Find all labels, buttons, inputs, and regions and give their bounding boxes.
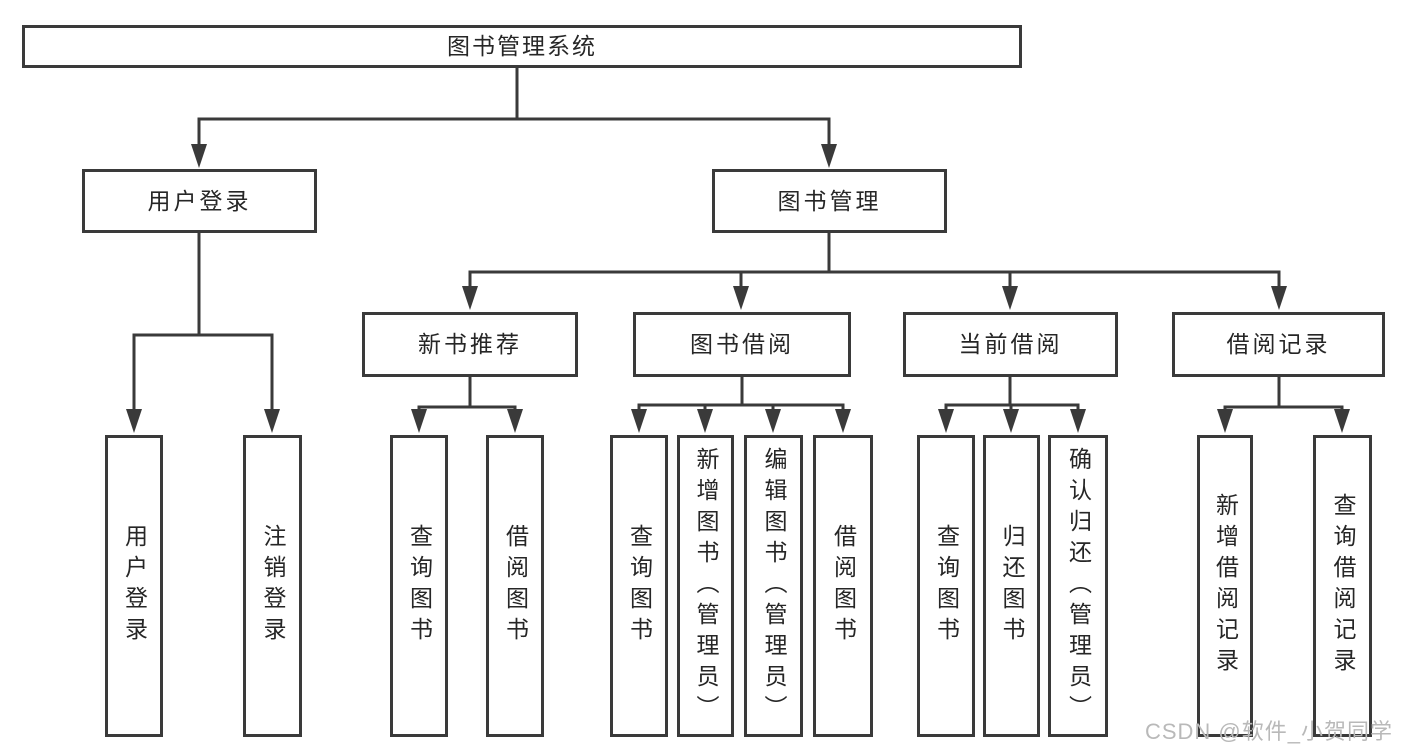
leaf-label: 查询图书 (626, 524, 653, 648)
leaf-label: 借阅图书 (830, 524, 857, 648)
leaf-confirm-return-admin: 确认归还（管理员） (1048, 435, 1108, 737)
leaf-borrow-books-recommend: 借阅图书 (486, 435, 544, 737)
node-label: 借阅记录 (1226, 331, 1331, 357)
leaf-label: 确认归还（管理员） (1065, 446, 1092, 726)
node-label: 用户登录 (147, 187, 252, 214)
leaf-logout: 注销登录 (243, 435, 302, 737)
arrow-down-icon (411, 409, 427, 433)
csdn-watermark: CSDN @软件_小贺同学 (1144, 719, 1393, 744)
arrow-down-icon (765, 409, 781, 433)
node-new-book-recommendation: 新书推荐 (362, 312, 578, 377)
leaf-query-books-recommend: 查询图书 (390, 435, 448, 737)
arrow-down-icon (126, 409, 142, 433)
arrow-down-icon (1217, 409, 1233, 433)
arrow-down-icon (462, 286, 478, 310)
node-label: 图书管理系统 (447, 33, 597, 59)
leaf-label: 新增图书（管理员） (693, 446, 719, 726)
node-label: 图书借阅 (690, 331, 794, 357)
leaf-borrow-books: 借阅图书 (813, 435, 873, 737)
leaf-query-borrow-record: 查询借阅记录 (1313, 435, 1372, 737)
leaf-return-books: 归还图书 (983, 435, 1040, 737)
node-label: 新书推荐 (418, 331, 522, 357)
arrow-down-icon (1002, 286, 1018, 310)
leaf-label: 注销登录 (260, 524, 286, 648)
arrow-down-icon (1334, 409, 1350, 433)
arrow-down-icon (821, 144, 837, 168)
node-user-login: 用户登录 (82, 169, 317, 233)
node-label: 当前借阅 (958, 331, 1063, 357)
leaf-label: 归还图书 (999, 524, 1025, 648)
leaf-add-books-admin: 新增图书（管理员） (677, 435, 734, 737)
arrow-down-icon (264, 409, 280, 433)
node-library-management-system: 图书管理系统 (22, 25, 1022, 68)
arrow-down-icon (507, 409, 523, 433)
leaf-query-books-borrowing: 查询图书 (610, 435, 668, 737)
leaf-label: 用户登录 (121, 524, 148, 648)
node-borrowing-records: 借阅记录 (1172, 312, 1385, 377)
arrow-down-icon (733, 286, 749, 310)
leaf-label: 查询借阅记录 (1330, 493, 1356, 679)
arrow-down-icon (835, 409, 851, 433)
leaf-query-books-current: 查询图书 (917, 435, 975, 737)
leaf-label: 新增借阅记录 (1212, 493, 1239, 679)
leaf-add-borrow-record: 新增借阅记录 (1197, 435, 1253, 737)
leaf-label: 借阅图书 (502, 524, 529, 648)
node-label: 图书管理 (777, 187, 882, 214)
leaf-label: 编辑图书（管理员） (761, 446, 787, 726)
leaf-label: 查询图书 (406, 524, 433, 648)
leaf-label: 查询图书 (933, 524, 960, 648)
arrow-down-icon (1003, 409, 1019, 433)
arrow-down-icon (191, 144, 207, 168)
arrow-down-icon (1271, 286, 1287, 310)
node-book-borrowing: 图书借阅 (633, 312, 851, 377)
arrow-down-icon (938, 409, 954, 433)
node-current-borrowing: 当前借阅 (903, 312, 1118, 377)
arrow-down-icon (697, 409, 713, 433)
arrow-down-icon (1070, 409, 1086, 433)
leaf-edit-books-admin: 编辑图书（管理员） (744, 435, 803, 737)
node-book-management: 图书管理 (712, 169, 947, 233)
arrow-down-icon (631, 409, 647, 433)
leaf-user-login: 用户登录 (105, 435, 163, 737)
